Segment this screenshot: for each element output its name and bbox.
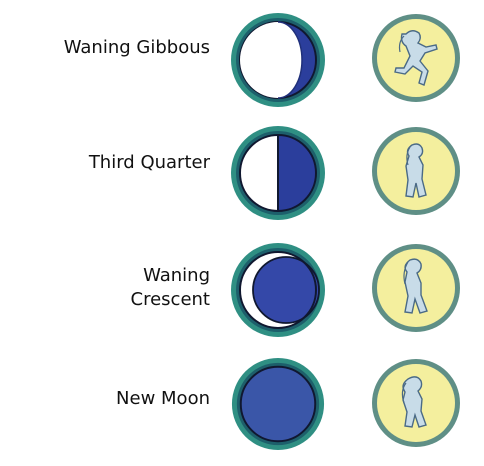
waning-gibbous-icon (228, 10, 328, 110)
phase-label: Waning Crescent (130, 265, 210, 310)
phase-label: Waning Gibbous (63, 37, 210, 58)
third-quarter-icon (228, 123, 328, 223)
phase-label: Third Quarter (88, 152, 210, 173)
waning-crescent-icon (228, 240, 328, 340)
hunched-figure-icon (370, 357, 462, 449)
standing-figure-icon (370, 125, 462, 217)
walking-figure-icon (370, 242, 462, 334)
phase-row-new-moon: New Moon (0, 355, 484, 455)
phase-label: New Moon (116, 388, 210, 409)
new-moon-icon (229, 355, 327, 453)
phase-row-waning-gibbous: Waning Gibbous (0, 10, 484, 110)
phase-row-waning-crescent: Waning Crescent (0, 240, 484, 340)
running-figure-icon (370, 12, 462, 104)
phase-row-third-quarter: Third Quarter (0, 123, 484, 223)
